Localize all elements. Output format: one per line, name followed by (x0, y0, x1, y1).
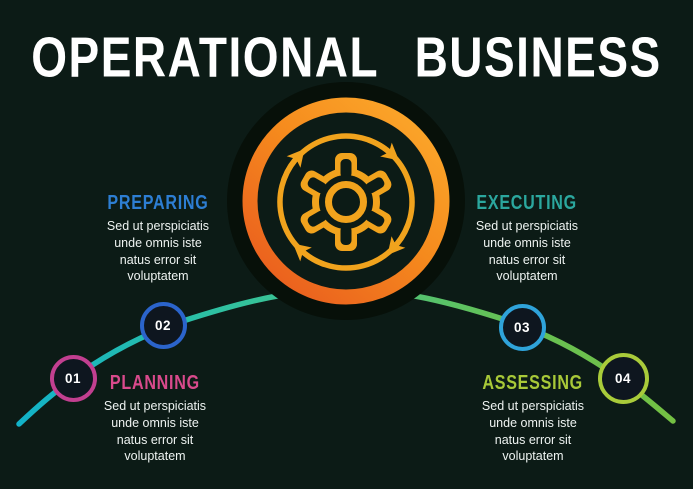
step-description: Sed ut perspiciatis unde omnis iste natu… (106, 219, 210, 284)
gear-hub (325, 181, 367, 223)
step-node-04: 04 (597, 352, 649, 404)
step-label-planning: PLANNING (110, 370, 200, 394)
step-description: Sed ut perspiciatis unde omnis iste natu… (103, 399, 207, 464)
gear-cycle-icon (280, 133, 412, 268)
step-node-02: 02 (139, 301, 187, 349)
step-number: 01 (64, 370, 82, 386)
step-number: 03 (513, 319, 531, 335)
step-label-assessing: ASSESSING (482, 370, 584, 394)
step-description: Sed ut perspiciatis unde omnis iste natu… (475, 219, 579, 284)
step-description: Sed ut perspiciatis unde omnis iste natu… (481, 399, 585, 464)
step-node-03: 03 (498, 303, 546, 351)
step-block-planning: PLANNING Sed ut perspiciatis unde omnis … (65, 370, 245, 465)
step-number: 04 (614, 370, 632, 386)
step-block-preparing: PREPARING Sed ut perspiciatis unde omnis… (68, 190, 248, 285)
step-label-executing: EXECUTING (476, 190, 578, 214)
step-block-executing: EXECUTING Sed ut perspiciatis unde omnis… (437, 190, 617, 285)
step-label-preparing: PREPARING (107, 190, 209, 214)
step-node-01: 01 (49, 354, 97, 402)
page-title: OPERATIONAL BUSINESS (31, 25, 662, 89)
step-number: 02 (154, 317, 172, 333)
step-block-assessing: ASSESSING Sed ut perspiciatis unde omnis… (443, 370, 623, 465)
